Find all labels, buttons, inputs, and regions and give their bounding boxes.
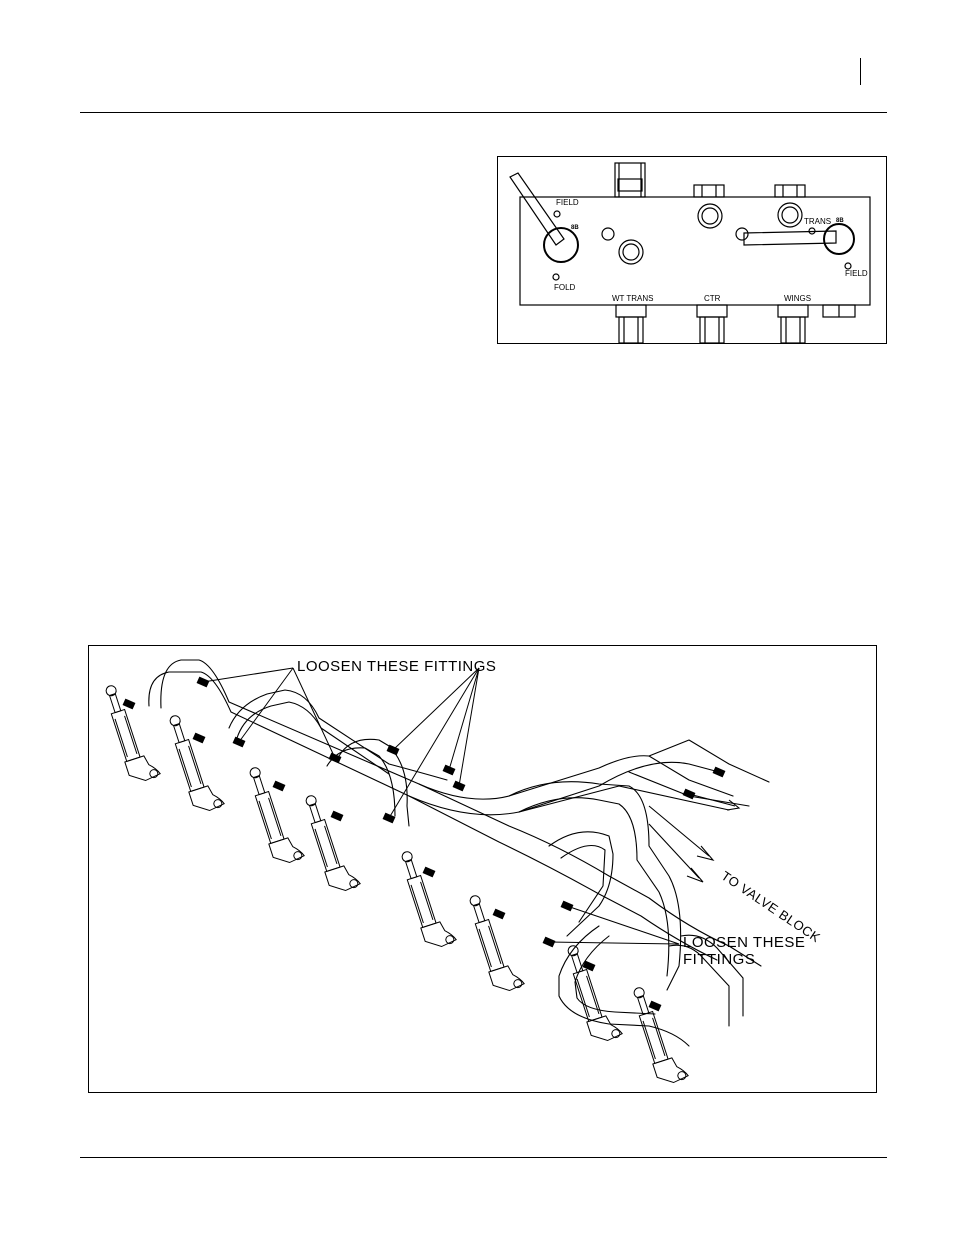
hose-fitting <box>331 811 343 821</box>
label-knob-left: 8B <box>571 225 579 231</box>
label-wings: WINGS <box>784 294 811 303</box>
hydraulic-cylinder <box>629 982 689 1087</box>
header-page-tab <box>860 58 861 85</box>
label-wt-trans: WT TRANS <box>612 294 653 303</box>
label-trans: TRANS <box>804 217 831 226</box>
hydraulic-cylinder <box>301 790 361 895</box>
hydraulic-cylinder <box>165 710 225 815</box>
valve-block-drawing <box>498 157 886 343</box>
hydraulic-cylinder <box>563 940 623 1045</box>
hydraulic-cylinder <box>101 680 161 785</box>
hydraulic-cylinder <box>465 890 525 995</box>
hose-fitting <box>583 961 595 971</box>
hydraulic-cylinder <box>397 846 457 951</box>
callout-loosen-fittings-top: LOOSEN THESE FITTINGS <box>297 658 496 675</box>
hose-fitting <box>193 733 205 743</box>
header-rule <box>80 112 887 113</box>
label-knob-right: 8B <box>836 218 844 224</box>
hose-fitting <box>493 909 505 919</box>
hose-fitting <box>649 1001 661 1011</box>
label-ctr: CTR <box>704 294 720 303</box>
callout-loosen-fittings-bottom: LOOSEN THESE FITTINGS <box>683 934 876 968</box>
label-fold: FOLD <box>554 283 575 292</box>
hose-fitting <box>713 767 725 777</box>
hose-fitting <box>123 699 135 709</box>
hydraulic-cylinder <box>245 762 305 867</box>
hose-fitting <box>423 867 435 877</box>
hose-fitting <box>273 781 285 791</box>
valve-block-figure: FIELD FOLD TRANS FIELD WT TRANS CTR WING… <box>497 156 887 344</box>
footer-rule <box>80 1157 887 1158</box>
label-field-right: FIELD <box>845 269 868 278</box>
hydraulic-hose-drawing <box>89 646 876 1092</box>
hydraulic-diagram-figure: LOOSEN THESE FITTINGS LOOSEN THESE FITTI… <box>88 645 877 1093</box>
label-field-left: FIELD <box>556 198 579 207</box>
